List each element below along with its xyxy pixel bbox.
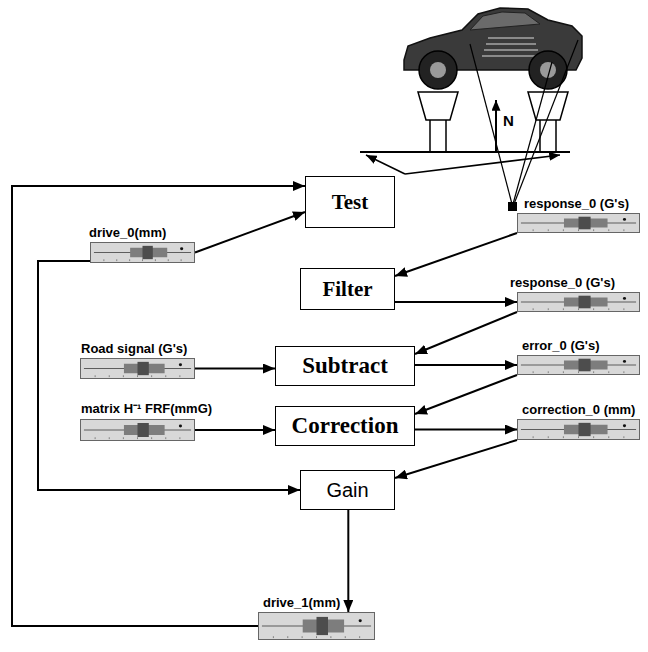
signal-connector	[12, 186, 305, 626]
signal-connector	[415, 312, 517, 354]
signal-plot-art	[518, 420, 639, 439]
signal-plot-art	[518, 293, 639, 311]
signal-plot: drive_1(mm)	[258, 612, 375, 640]
signal-plot: response_0 (G's)	[517, 292, 640, 312]
sensor-lines	[470, 40, 578, 204]
signal-plot-art	[259, 613, 374, 639]
box-label: Correction	[292, 413, 399, 439]
signal-plot: error_0 (G's)	[517, 355, 640, 375]
signal-connector	[347, 510, 349, 612]
signal-plot: response_0 (G's)	[517, 213, 640, 233]
signal-plot: matrix H⁻¹ FRF(mmG)	[80, 419, 195, 441]
signal-connector	[395, 301, 517, 303]
process-box: Filter	[300, 268, 395, 310]
box-label: Filter	[322, 277, 372, 302]
force-label: N	[503, 112, 514, 129]
signal-plot: drive_0(mm)	[90, 242, 195, 263]
process-box: Subtract	[275, 346, 415, 386]
signal-connector	[395, 233, 517, 276]
signal-connector	[195, 212, 305, 253]
process-box: Correction	[275, 406, 415, 446]
signal-connector	[195, 368, 275, 370]
signal-connector	[415, 429, 517, 431]
signal-label: drive_0(mm)	[89, 225, 166, 240]
signal-connector	[415, 375, 517, 414]
signal-label: Road signal (G's)	[81, 341, 187, 356]
signal-connector	[195, 429, 275, 431]
box-label: Subtract	[302, 353, 388, 379]
process-box: Gain	[300, 470, 395, 510]
signal-connector	[415, 364, 517, 366]
signal-label: matrix H⁻¹ FRF(mmG)	[81, 399, 212, 417]
process-box: Test	[305, 176, 395, 228]
signal-plot-art	[81, 359, 194, 378]
signal-connector	[38, 261, 300, 490]
signal-label: response_0 (G's)	[524, 196, 629, 211]
signal-plot-art	[91, 243, 194, 262]
signal-label: drive_1(mm)	[263, 595, 340, 610]
signal-label: error_0 (G's)	[522, 338, 600, 353]
box-label: Test	[332, 190, 369, 215]
signal-plot-art	[518, 356, 639, 374]
sensor-marker	[508, 202, 517, 211]
wheel-pans	[418, 92, 568, 120]
car	[404, 8, 582, 89]
drive-lines	[366, 155, 560, 174]
signal-label: response_0 (G's)	[510, 275, 615, 290]
actuator-rods	[360, 120, 570, 152]
signal-label: correction_0 (mm)	[522, 402, 635, 417]
box-label: Gain	[326, 479, 368, 502]
signal-plot: Road signal (G's)	[80, 358, 195, 379]
signal-plot-art	[81, 420, 194, 440]
signal-plot: correction_0 (mm)	[517, 419, 640, 440]
signal-plot-art	[518, 214, 639, 232]
